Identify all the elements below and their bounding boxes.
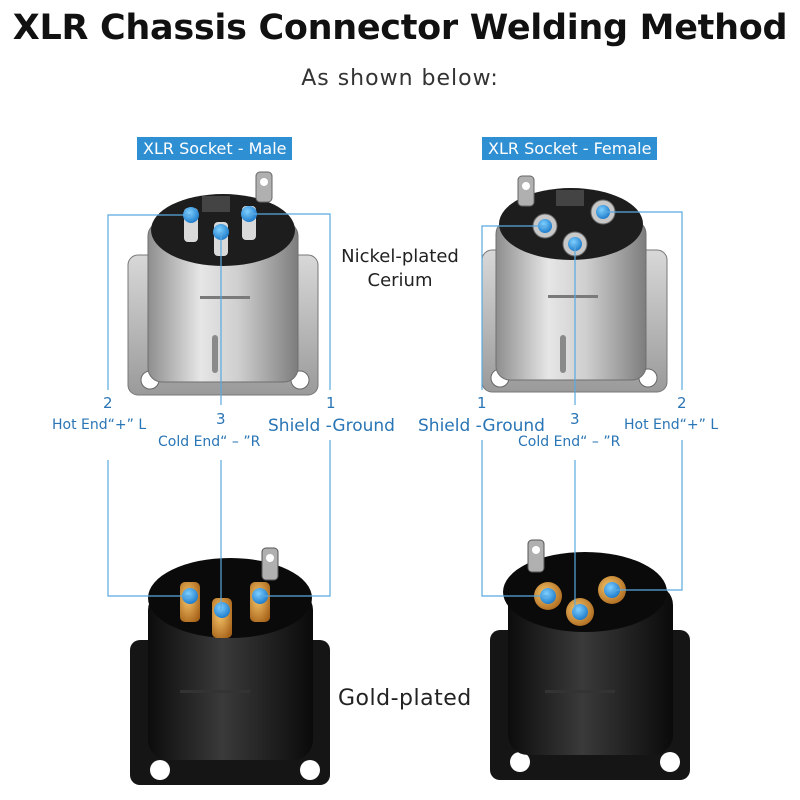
male-pin-1-label: Shield -Ground	[268, 416, 395, 436]
male-pin-3-number: 3	[216, 410, 226, 428]
male-pin-3-label: Cold End“ – ”R	[158, 434, 261, 450]
female-pin-1-number: 1	[477, 394, 487, 412]
female-pin-3-label: Cold End“ – ”R	[518, 434, 621, 450]
female-pin-3-number: 3	[570, 410, 580, 428]
gold-plated-label: Gold-plated	[338, 686, 472, 711]
male-pin-2-number: 2	[103, 394, 113, 412]
female-pin-2-label: Hot End“+” L	[624, 417, 719, 433]
male-gold-connector	[130, 547, 330, 785]
page-subtitle: As shown below:	[301, 66, 499, 91]
male-nickel-connector	[127, 171, 319, 396]
female-pin-1-label: Shield -Ground	[418, 416, 545, 436]
page-title: XLR Chassis Connector Welding Method	[12, 8, 788, 48]
female-gold-connector	[490, 539, 690, 780]
male-pin-2-label: Hot End“+” L	[52, 417, 147, 433]
female-pin-2-number: 2	[677, 394, 687, 412]
female-socket-tag: XLR Socket - Female	[482, 137, 658, 160]
male-socket-tag: XLR Socket - Male	[137, 137, 293, 160]
nickel-plated-label: Nickel-plated Cerium	[341, 246, 459, 291]
female-leader-lines	[481, 211, 683, 612]
male-pin-1-number: 1	[326, 394, 336, 412]
male-leader-lines	[107, 213, 331, 610]
